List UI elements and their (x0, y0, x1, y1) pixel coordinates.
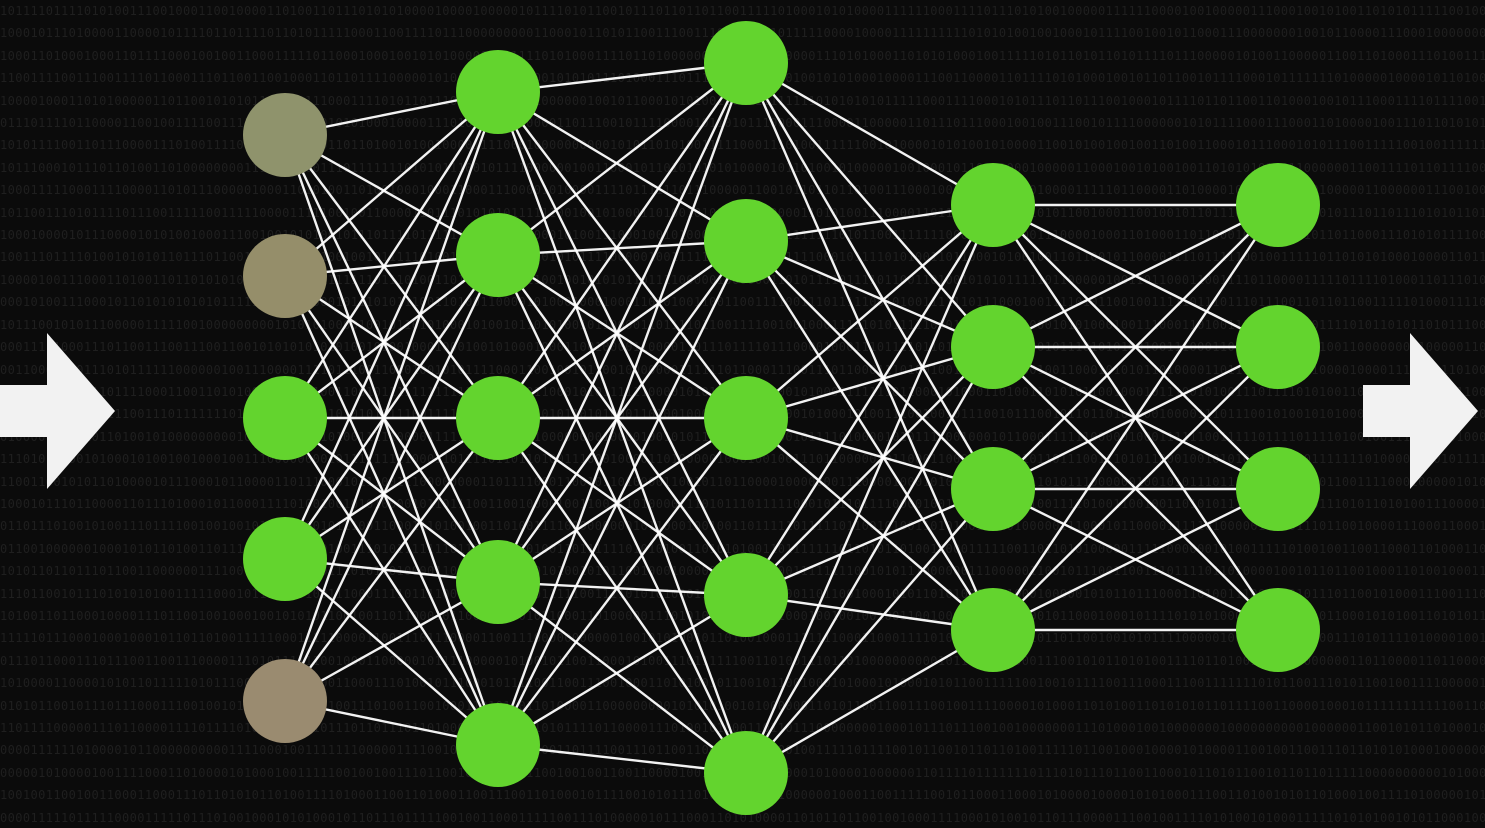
connection-line-l3-n2-to-l4-n4 (744, 240, 995, 631)
connection-line-l2-n3-to-l3-n5 (497, 417, 747, 774)
neuron-layer-3-node-4 (704, 553, 788, 637)
neuron-layer-1-node-3 (243, 376, 327, 460)
arrows-group (0, 333, 1478, 489)
neurons-group (243, 21, 1320, 815)
connection-line-l1-n5-to-l2-n1 (283, 91, 500, 702)
input-arrow-icon (0, 333, 115, 489)
neuron-layer-5-node-2 (1236, 305, 1320, 389)
connection-line-l3-n3-to-l4-n1 (745, 204, 994, 419)
connection-line-l1-n2-to-l2-n3 (284, 275, 499, 419)
neuron-layer-1-node-4 (243, 517, 327, 601)
connection-line-l1-n4-to-l2-n3 (284, 416, 499, 561)
connection-line-l2-n4-to-l3-n5 (497, 581, 747, 774)
connection-line-l3-n2-to-l4-n3 (745, 240, 994, 490)
connection-line-l1-n2-to-l2-n1 (284, 91, 499, 277)
connection-line-l4-n4-to-l5-n2 (992, 346, 1279, 631)
connection-line-l1-n2-to-l2-n4 (284, 275, 499, 583)
neuron-layer-4-node-3 (951, 447, 1035, 531)
connection-line-l2-n2-to-l3-n3 (497, 253, 747, 420)
connection-line-l2-n1-to-l3-n5 (496, 91, 748, 774)
connection-line-l2-n3-to-l3-n2 (497, 240, 747, 419)
connection-line-l3-n3-to-l4-n3 (745, 416, 994, 491)
connection-line-l3-n5-to-l4-n2 (744, 346, 995, 774)
neuron-layer-4-node-4 (951, 588, 1035, 672)
connection-line-l2-n4-to-l3-n3 (497, 416, 747, 584)
connection-line-l2-n5-to-l3-n4 (497, 593, 747, 747)
neuron-layer-2-node-5 (456, 703, 540, 787)
connection-line-l1-n1-to-l2-n5 (283, 134, 500, 746)
neuron-layer-2-node-4 (456, 540, 540, 624)
connection-line-l4-n2-to-l5-n1 (992, 203, 1279, 349)
connection-line-l3-n3-to-l4-n2 (745, 345, 994, 420)
connection-line-l2-n1-to-l3-n3 (497, 91, 747, 419)
connection-line-l2-n2-to-l3-n4 (497, 254, 747, 596)
connection-line-l1-n3-to-l2-n4 (284, 417, 499, 583)
connection-line-l1-n1-to-l2-n4 (283, 134, 500, 583)
connection-line-l4-n4-to-l5-n3 (992, 487, 1279, 632)
neuron-layer-2-node-3 (456, 376, 540, 460)
neuron-layer-3-node-2 (704, 199, 788, 283)
neuron-layer-3-node-3 (704, 376, 788, 460)
connection-line-l3-n1-to-l4-n1 (745, 61, 994, 207)
connection-line-l2-n4-to-l3-n1 (496, 62, 748, 583)
neuron-layer-1-node-2 (243, 234, 327, 318)
neuron-layer-5-node-3 (1236, 447, 1320, 531)
neuron-layer-1-node-5 (243, 659, 327, 743)
connection-line-l3-n5-to-l4-n4 (745, 628, 994, 775)
connection-line-l4-n3-to-l5-n1 (992, 204, 1279, 490)
neuron-layer-3-node-5 (704, 731, 788, 815)
connection-line-l2-n5-to-l3-n1 (496, 62, 748, 746)
neuron-layer-3-node-1 (704, 21, 788, 105)
neuron-layer-2-node-1 (456, 50, 540, 134)
connection-line-l1-n5-to-l2-n3 (284, 417, 499, 702)
connection-line-l2-n1-to-l3-n4 (496, 91, 748, 596)
connection-line-l1-n5-to-l2-n2 (283, 254, 500, 702)
connection-line-l2-n5-to-l3-n3 (497, 417, 747, 746)
connection-line-l1-n4-to-l2-n1 (283, 91, 500, 560)
connection-line-l3-n4-to-l4-n1 (744, 204, 995, 596)
connection-line-l2-n1-to-l3-n2 (497, 90, 747, 243)
connection-line-l2-n4-to-l3-n2 (497, 240, 747, 583)
connection-line-l2-n2-to-l3-n1 (497, 62, 747, 256)
neuron-layer-1-node-1 (243, 93, 327, 177)
connection-line-l2-n5-to-l3-n2 (496, 240, 748, 746)
connection-line-l1-n3-to-l2-n5 (283, 417, 500, 746)
connection-line-l2-n3-to-l3-n1 (497, 62, 747, 419)
neuron-layer-4-node-1 (951, 163, 1035, 247)
connection-line-l2-n2-to-l3-n5 (496, 254, 748, 774)
connection-line-l3-n4-to-l4-n3 (745, 487, 994, 597)
connection-line-l4-n4-to-l5-n1 (992, 204, 1279, 631)
connection-line-l3-n2-to-l4-n2 (745, 239, 994, 349)
connection-line-l1-n3-to-l2-n2 (284, 254, 499, 419)
neuron-layer-2-node-2 (456, 213, 540, 297)
connection-line-l1-n3-to-l2-n1 (283, 91, 500, 419)
connection-line-l1-n4-to-l2-n2 (284, 254, 499, 560)
connection-line-l3-n4-to-l4-n2 (745, 346, 994, 596)
output-arrow-icon (1363, 333, 1478, 489)
connection-line-l3-n3-to-l4-n4 (745, 417, 994, 631)
connection-line-l1-n4-to-l2-n5 (284, 558, 499, 746)
connection-line-l2-n3-to-l3-n4 (497, 417, 747, 596)
neuron-layer-5-node-4 (1236, 588, 1320, 672)
neuron-layer-5-node-1 (1236, 163, 1320, 247)
connection-line-l3-n5-to-l4-n1 (744, 204, 995, 774)
connection-line-l1-n2-to-l2-n5 (283, 275, 500, 746)
connection-line-l1-n1-to-l2-n3 (284, 134, 499, 419)
neuron-layer-4-node-2 (951, 305, 1035, 389)
connection-line-l3-n5-to-l4-n3 (745, 488, 994, 774)
